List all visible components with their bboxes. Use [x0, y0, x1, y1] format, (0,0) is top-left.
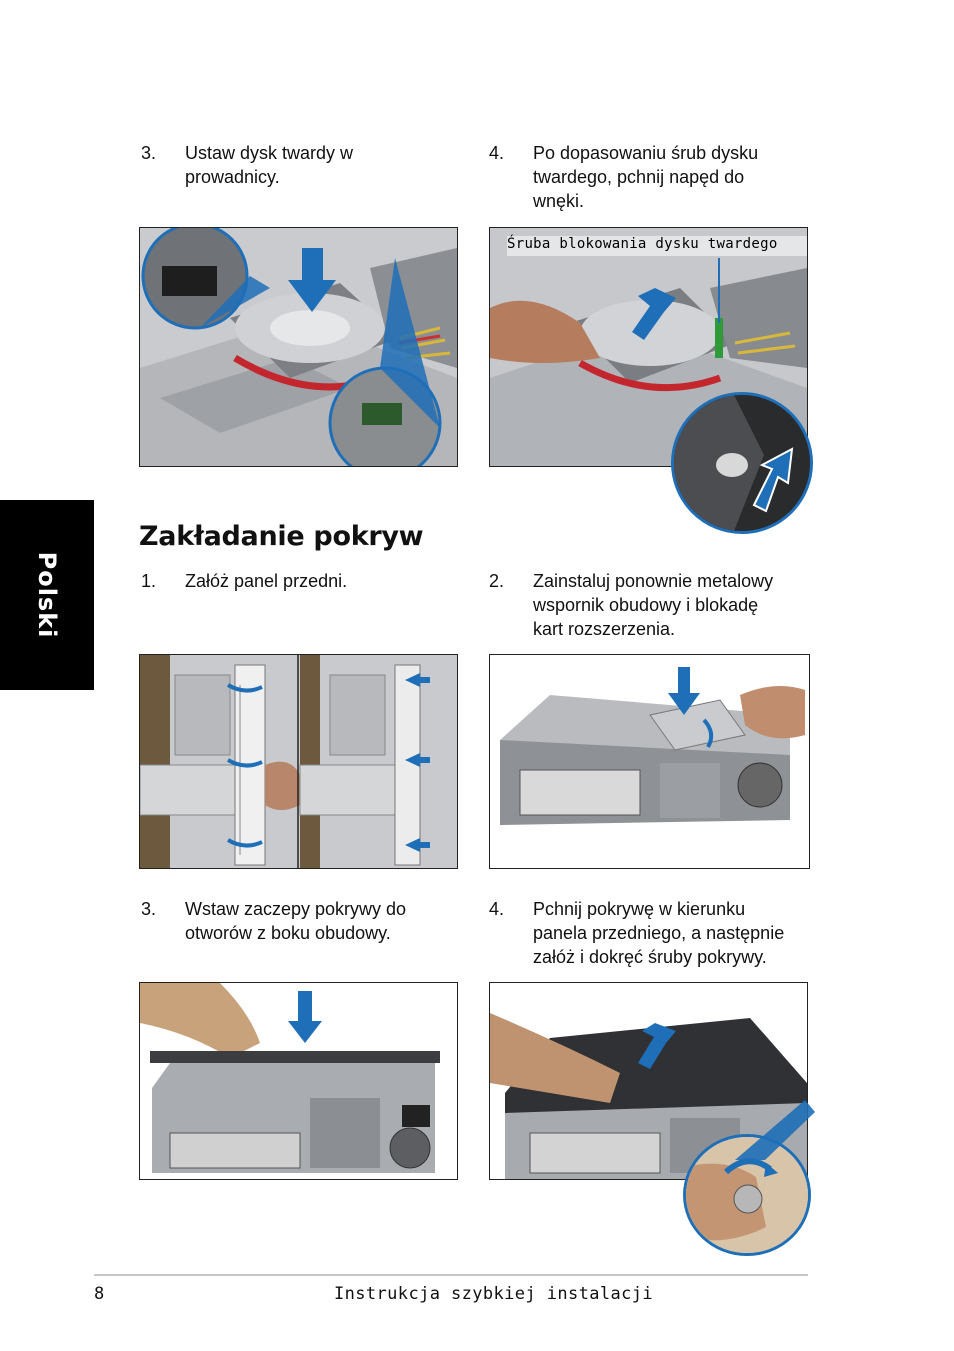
page-number: 8: [94, 1284, 105, 1304]
step-number: 4.: [489, 143, 505, 163]
step-1-front-panel: 1. Załóż panel przedni.: [141, 569, 461, 595]
step-number: 3.: [141, 143, 157, 163]
step-text: Pchnij pokrywę w kierunku panela przedni…: [533, 899, 785, 967]
footer-rule: [94, 1274, 808, 1276]
section-title: Zakładanie pokryw: [139, 521, 424, 552]
zoom-circle-cover-screw: [683, 1134, 811, 1256]
language-tab: Polski: [0, 500, 94, 690]
zoom-pointer: [735, 1100, 815, 1160]
zoom-circle-screw: [671, 392, 813, 534]
callout-drive-lock-screw: Śruba blokowania dysku twardego: [507, 236, 807, 256]
language-tab-label: Polski: [33, 551, 61, 639]
photo-front-panel: [139, 654, 458, 869]
step-3-cover-tabs: 3. Wstaw zaczepy pokrywy do otworów z bo…: [141, 897, 461, 947]
photo-cover-hooks: [139, 982, 458, 1180]
step-text: Ustaw dysk twardy w prowadnicy.: [185, 143, 354, 187]
step-number: 1.: [141, 571, 157, 591]
photo-bracket: [489, 654, 810, 869]
step-3-install-drive: 3. Ustaw dysk twardy w prowadnicy.: [141, 141, 461, 191]
step-4-push-drive: 4. Po dopasowaniu śrub dysku twardego, p…: [489, 141, 819, 216]
photo-hdd-rails: [139, 227, 458, 467]
step-number: 4.: [489, 899, 505, 919]
step-text: Załóż panel przedni.: [185, 571, 348, 591]
step-2-bracket: 2. Zainstaluj ponownie metalowy wspornik…: [489, 569, 819, 644]
step-number: 2.: [489, 571, 505, 591]
footer-title: Instrukcja szybkiej instalacji: [334, 1284, 654, 1304]
step-text: Po dopasowaniu śrub dysku twardego, pchn…: [533, 143, 759, 211]
step-4-push-cover: 4. Pchnij pokrywę w kierunku panela prze…: [489, 897, 819, 972]
step-number: 3.: [141, 899, 157, 919]
step-text: Zainstaluj ponownie metalowy wspornik ob…: [533, 571, 774, 639]
step-text: Wstaw zaczepy pokrywy do otworów z boku …: [185, 899, 407, 943]
